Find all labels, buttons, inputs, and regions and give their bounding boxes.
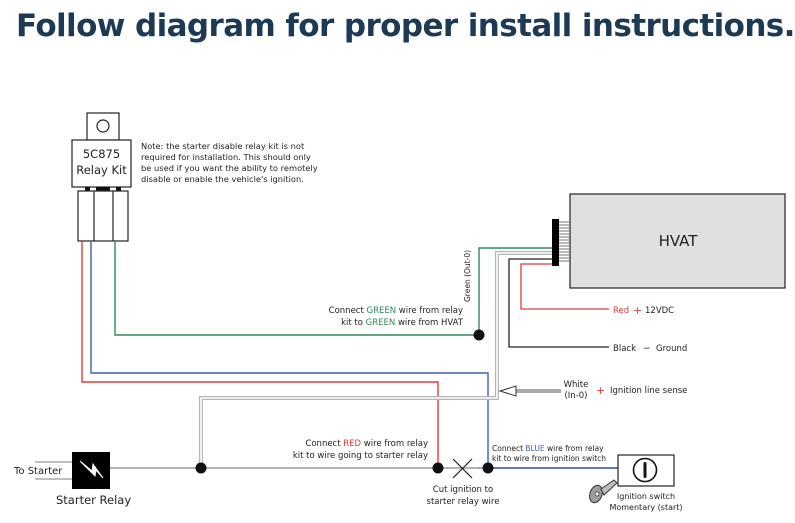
key-icon <box>589 479 618 504</box>
hvat-label: HVAT <box>659 232 699 250</box>
svg-text:Note: the starter disable rela: Note: the starter disable relay kit is n… <box>141 141 305 151</box>
svg-text:Connect BLUE wire from relay: Connect BLUE wire from relay <box>492 444 604 453</box>
relay-kit-model: 5C875 <box>83 147 120 161</box>
svg-text:be used if you want the abilit: be used if you want the ability to remot… <box>141 163 318 173</box>
starter-relay-label: Starter Relay <box>56 493 131 507</box>
hvat-connector-pins <box>559 221 570 262</box>
relay-kit-note: Note: the starter disable relay kit is n… <box>141 141 318 184</box>
green-junction-dot <box>473 329 485 341</box>
green-wire <box>114 241 552 336</box>
ignition-switch-type: Momentary (start) <box>609 503 682 512</box>
blue-junction-dot <box>482 462 494 474</box>
hvat-connector <box>552 219 559 266</box>
white-wire-arrow-icon <box>498 385 561 397</box>
ground-label: Ground <box>656 344 687 354</box>
white-ignition-sense-wire <box>199 251 552 468</box>
mount-hole-icon <box>96 119 110 133</box>
svg-text:Connect RED wire from relay: Connect RED wire from relay <box>305 439 428 449</box>
white-wire-label: White <box>564 380 589 390</box>
relay-harness-block <box>77 190 129 242</box>
green-out-label: Green (Out-0) <box>463 250 472 302</box>
svg-text:kit to wire going to starter r: kit to wire going to starter relay <box>293 451 428 461</box>
hvat-box <box>569 193 786 289</box>
blue-wire <box>90 241 489 468</box>
relay-pin <box>85 187 90 191</box>
cut-label-line1: Cut ignition to <box>433 485 493 495</box>
red-callout: Connect RED wire from relay kit to wire … <box>293 439 428 461</box>
page-title: Follow diagram for proper install instru… <box>16 8 795 44</box>
white-junction-dot <box>195 462 207 474</box>
relay-kit-name: Relay Kit <box>76 163 127 177</box>
red-relay-wire <box>81 241 439 468</box>
svg-text:kit to wire from ignition swit: kit to wire from ignition switch <box>492 454 606 463</box>
ignition-switch-label: Ignition switch <box>617 492 675 501</box>
red-wire-label: Red <box>613 306 629 316</box>
lightning-bolt-icon <box>79 460 104 479</box>
cut-label-line2: starter relay wire <box>427 497 500 507</box>
voltage-label: 12VDC <box>645 306 674 316</box>
svg-text:required for installation. Thi: required for installation. This should o… <box>141 152 311 162</box>
svg-text:disable or enable the vehicle': disable or enable the vehicle's ignition… <box>141 174 304 184</box>
svg-text:Connect GREEN wire from relay: Connect GREEN wire from relay <box>329 306 463 316</box>
relay-body <box>71 139 132 188</box>
relay-kit: 5C875 Relay Kit <box>71 112 132 242</box>
ignition-line-sense-label: Ignition line sense <box>610 386 687 396</box>
ignition-switch <box>617 454 675 487</box>
green-callout: Connect GREEN wire from relay kit to GRE… <box>329 306 464 328</box>
starter-relay <box>72 452 110 489</box>
plus-icon: + <box>596 384 605 397</box>
red-power-wire <box>520 263 609 310</box>
black-ground-wire <box>508 258 609 348</box>
cut-wire-icon <box>446 458 480 479</box>
relay-pin <box>116 187 121 191</box>
black-wire-label: Black <box>613 344 636 354</box>
red-junction-dot <box>432 462 444 474</box>
to-starter-label: To Starter <box>13 466 63 477</box>
relay-pin <box>96 187 110 191</box>
plus-icon: + <box>633 304 642 317</box>
svg-text:kit to GREEN wire from HVAT: kit to GREEN wire from HVAT <box>341 318 464 328</box>
blue-callout: Connect BLUE wire from relay kit to wire… <box>492 444 606 463</box>
white-wire-pin: (In-0) <box>564 391 587 401</box>
hvat-module: HVAT <box>552 193 786 289</box>
minus-icon: − <box>643 344 651 354</box>
